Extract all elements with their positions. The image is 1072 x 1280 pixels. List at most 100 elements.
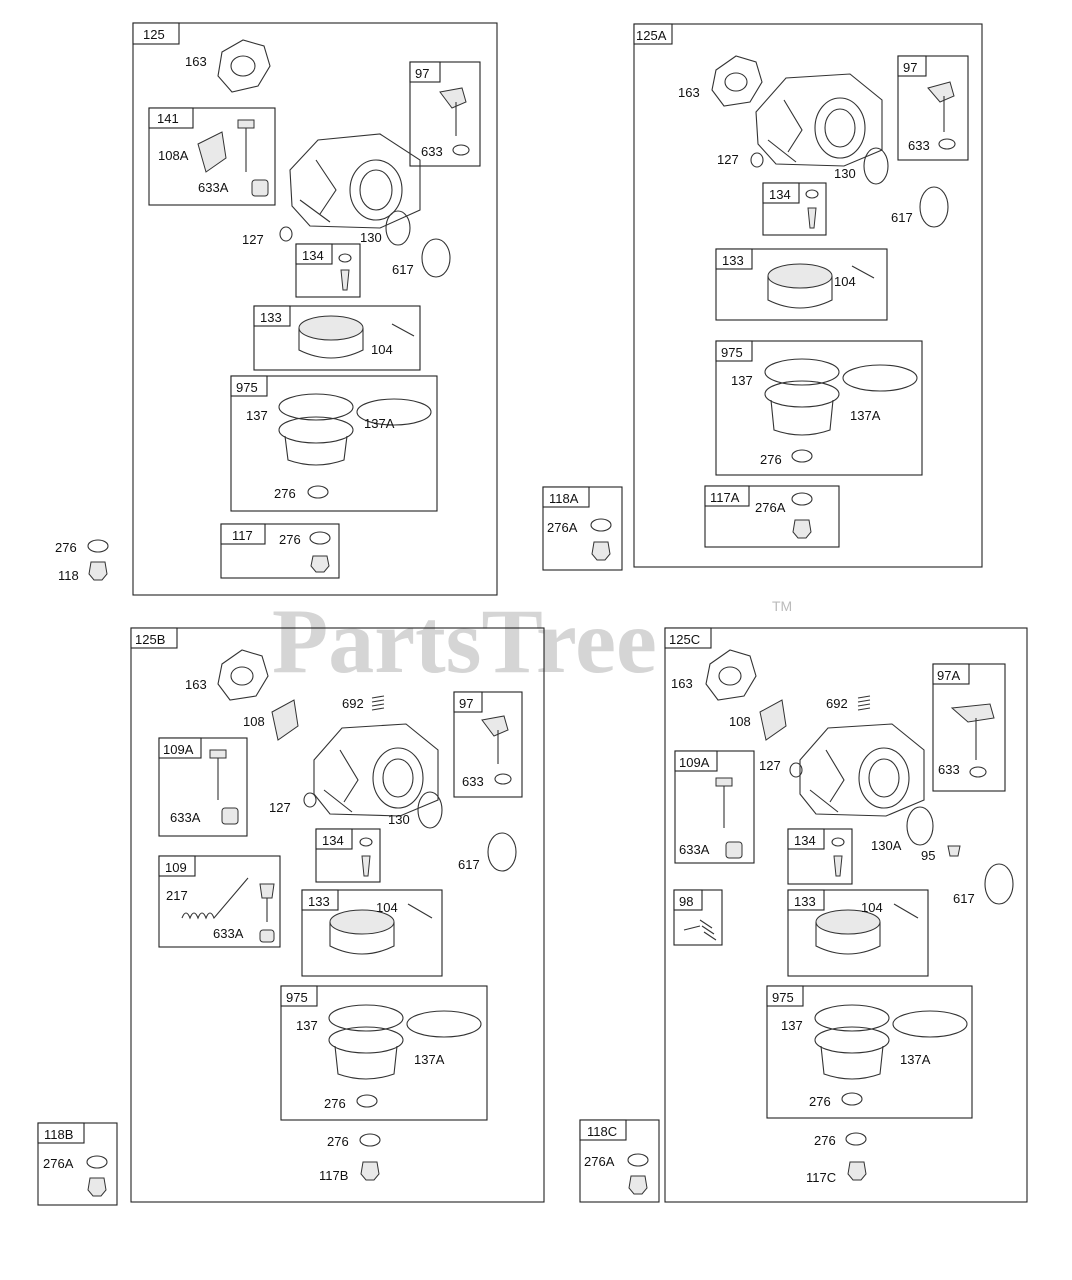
- part-label: 633A: [198, 180, 229, 195]
- part-label: 117B: [319, 1168, 348, 1183]
- part-label: 163: [671, 676, 693, 691]
- subassembly-label: 133: [308, 894, 330, 909]
- part-label: 108A: [158, 148, 189, 163]
- part-label: 130: [388, 812, 410, 827]
- subassembly-label: 975: [286, 990, 308, 1005]
- assembly-125B: 125B 163 108 692 97 633 109A 633A 127 13…: [130, 627, 545, 1203]
- subassembly-label: 109A: [163, 742, 194, 757]
- subassembly-label: 117: [232, 528, 253, 543]
- part-label: 276: [327, 1134, 349, 1149]
- part-label: 276: [324, 1096, 346, 1111]
- loose-parts-118: 276 118: [55, 539, 109, 583]
- part-label: 276: [55, 540, 77, 555]
- part-label: 276: [760, 452, 782, 467]
- part-label: 276A: [584, 1154, 615, 1169]
- subassembly-label: 109: [165, 860, 187, 875]
- subassembly-label: 134: [322, 833, 344, 848]
- subassembly-label: 98: [679, 894, 693, 909]
- part-label: 217: [166, 888, 188, 903]
- assembly-label: 125B: [135, 632, 165, 647]
- part-label: 633: [462, 774, 484, 789]
- part-label: 633: [421, 144, 443, 159]
- part-label: 137: [781, 1018, 803, 1033]
- part-label: 633: [908, 138, 930, 153]
- part-label: 276: [274, 486, 296, 501]
- part-label: 163: [678, 85, 700, 100]
- part-label: 633A: [679, 842, 710, 857]
- subassembly-label: 975: [236, 380, 258, 395]
- subassembly-label: 117A: [710, 490, 740, 505]
- part-label: 104: [834, 274, 856, 289]
- part-label: 617: [392, 262, 414, 277]
- subassembly-label: 97: [415, 66, 429, 81]
- part-label: 617: [891, 210, 913, 225]
- part-label: 137: [296, 1018, 318, 1033]
- part-label: 104: [371, 342, 393, 357]
- watermark-text: PartsTree: [272, 590, 657, 692]
- part-label: 276A: [43, 1156, 74, 1171]
- subassembly-label: 118C: [587, 1124, 617, 1139]
- part-label: 95: [921, 848, 935, 863]
- assembly-125C: 125C 163 108 692 97A 633 109A 633A 127 1…: [664, 627, 1028, 1203]
- part-label: 104: [376, 900, 398, 915]
- part-label: 617: [458, 857, 480, 872]
- carburetor-body: [313, 723, 439, 817]
- part-label: 108: [243, 714, 265, 729]
- watermark-trademark: TM: [772, 598, 792, 614]
- part-label: 127: [717, 152, 739, 167]
- assembly-label: 125: [143, 27, 165, 42]
- subassembly-label: 118B: [44, 1127, 73, 1142]
- part-label: 104: [861, 900, 883, 915]
- part-label: 130: [360, 230, 382, 245]
- subassembly-label: 97: [903, 60, 917, 75]
- gasket-part: [217, 39, 271, 93]
- part-label: 633A: [213, 926, 244, 941]
- part-label: 163: [185, 677, 207, 692]
- part-label: 276: [279, 532, 301, 547]
- part-label: 163: [185, 54, 207, 69]
- part-label: 692: [826, 696, 848, 711]
- assembly-label: 125A: [636, 28, 667, 43]
- part-label: 137A: [414, 1052, 445, 1067]
- subassembly-label: 133: [794, 894, 816, 909]
- assembly-label: 125C: [669, 632, 700, 647]
- carburetor-body: [799, 723, 925, 817]
- part-label: 276: [809, 1094, 831, 1109]
- part-label: 276A: [755, 500, 786, 515]
- part-label: 692: [342, 696, 364, 711]
- subassembly-label: 134: [769, 187, 791, 202]
- part-label: 633A: [170, 810, 201, 825]
- subassembly-label: 134: [794, 833, 816, 848]
- subassembly-label: 97A: [937, 668, 960, 683]
- part-label: 137: [246, 408, 268, 423]
- loose-parts-118A: 118A 276A: [542, 486, 623, 571]
- subassembly-label: 141: [157, 111, 179, 126]
- part-label: 633: [938, 762, 960, 777]
- part-label: 130: [834, 166, 856, 181]
- carburetor-body: [289, 133, 421, 229]
- subassembly-label: 975: [721, 345, 743, 360]
- part-label: 137A: [850, 408, 881, 423]
- subassembly-label: 97: [459, 696, 473, 711]
- part-label: 108: [729, 714, 751, 729]
- subassembly-label: 109A: [679, 755, 710, 770]
- part-label: 127: [269, 800, 291, 815]
- plate-part: [197, 131, 227, 173]
- part-label: 118: [58, 568, 79, 583]
- subassembly-label: 975: [772, 990, 794, 1005]
- assembly-125: 125 163 141 108A 633A 97 633 127 130: [132, 22, 498, 596]
- part-label: 137A: [900, 1052, 931, 1067]
- part-label: 617: [953, 891, 975, 906]
- loose-parts-118C: 118C 276A: [579, 1119, 660, 1203]
- assembly-125A: 125A 163 97 633 127 130 134 617 133: [633, 23, 983, 568]
- part-label: 137A: [364, 416, 395, 431]
- part-label: 130A: [871, 838, 902, 853]
- part-label: 127: [242, 232, 264, 247]
- part-label: 117C: [806, 1170, 836, 1185]
- part-label: 276: [814, 1133, 836, 1148]
- part-label: 276A: [547, 520, 578, 535]
- loose-parts-118B: 118B 276A: [37, 1122, 118, 1206]
- subassembly-label: 134: [302, 248, 324, 263]
- subassembly-label: 133: [722, 253, 744, 268]
